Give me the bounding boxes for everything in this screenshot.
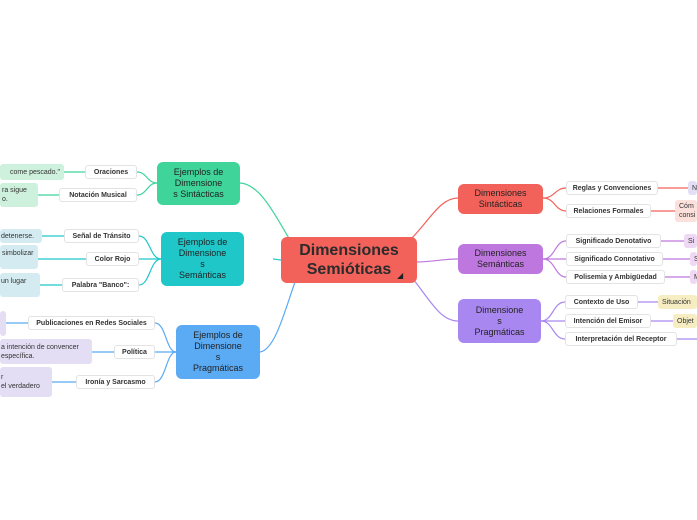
leaf-color-rojo-text[interactable]: simbolizar [0, 245, 38, 269]
leaf-contexto-text[interactable]: Situación [658, 295, 697, 309]
subtopic-polisemia-ambiguedad[interactable]: Polisemia y Ambigüedad [566, 270, 665, 284]
leaf-redes-text[interactable] [0, 311, 6, 336]
central-topic[interactable]: Dimensiones Semióticas [281, 237, 417, 283]
subtopic-ironia-sarcasmo[interactable]: Ironía y Sarcasmo [76, 375, 155, 389]
subtopic-significado-denotativo[interactable]: Significado Denotativo [566, 234, 661, 248]
subtopic-significado-connotativo[interactable]: Significado Connotativo [566, 252, 663, 266]
subtopic-interpretacion-receptor[interactable]: Interpretación del Receptor [565, 332, 677, 346]
subtopic-reglas-convenciones[interactable]: Reglas y Convenciones [566, 181, 658, 195]
topic-ejemplos-sintacticas[interactable]: Ejemplos de Dimensione s Sintácticas [157, 162, 240, 205]
leaf-relaciones-text[interactable]: Cóm consi [675, 200, 697, 222]
subtopic-relaciones-formales[interactable]: Relaciones Formales [566, 204, 651, 218]
leaf-banco-text[interactable]: un lugar [0, 273, 40, 297]
leaf-denotativo-text[interactable]: Si [684, 234, 697, 248]
subtopic-politica[interactable]: Política [114, 345, 155, 359]
leaf-senal-text[interactable]: detenerse. [0, 229, 42, 243]
topic-dimensiones-pragmaticas[interactable]: Dimensione s Pragmáticas [458, 299, 541, 343]
leaf-politica-text[interactable]: a intención de convencer específica. [0, 339, 92, 364]
subtopic-senal-transito[interactable]: Señal de Tránsito [64, 229, 139, 243]
subtopic-notacion-musical[interactable]: Notación Musical [59, 188, 137, 202]
subtopic-publicaciones-redes[interactable]: Publicaciones en Redes Sociales [28, 316, 155, 330]
leaf-polisemia-text[interactable]: M [690, 270, 697, 284]
subtopic-color-rojo[interactable]: Color Rojo [86, 252, 139, 266]
leaf-ironia-text[interactable]: r el verdadero [0, 367, 52, 397]
subtopic-intencion-emisor[interactable]: Intención del Emisor [565, 314, 651, 328]
topic-dimensiones-semanticas[interactable]: Dimensiones Semánticas [458, 244, 543, 274]
topic-dimensiones-sintacticas[interactable]: Dimensiones Sintácticas [458, 184, 543, 214]
collapse-marker-icon: ◢ [397, 271, 404, 280]
leaf-intencion-text[interactable]: Objet [673, 314, 697, 328]
subtopic-palabra-banco[interactable]: Palabra "Banco": [62, 278, 139, 292]
leaf-notacion-text[interactable]: ra sigue o. [0, 183, 38, 207]
subtopic-oraciones[interactable]: Oraciones [85, 165, 137, 179]
leaf-reglas-text[interactable]: N [688, 181, 697, 195]
topic-ejemplos-semanticas[interactable]: Ejemplos de Dimensione s Semánticas [161, 232, 244, 286]
leaf-oraciones-text[interactable]: come pescado." [0, 164, 64, 180]
subtopic-contexto-uso[interactable]: Contexto de Uso [565, 295, 638, 309]
topic-ejemplos-pragmaticas[interactable]: Ejemplos de Dimensione s Pragmáticas [176, 325, 260, 379]
leaf-connotativo-text[interactable]: S [690, 252, 697, 266]
